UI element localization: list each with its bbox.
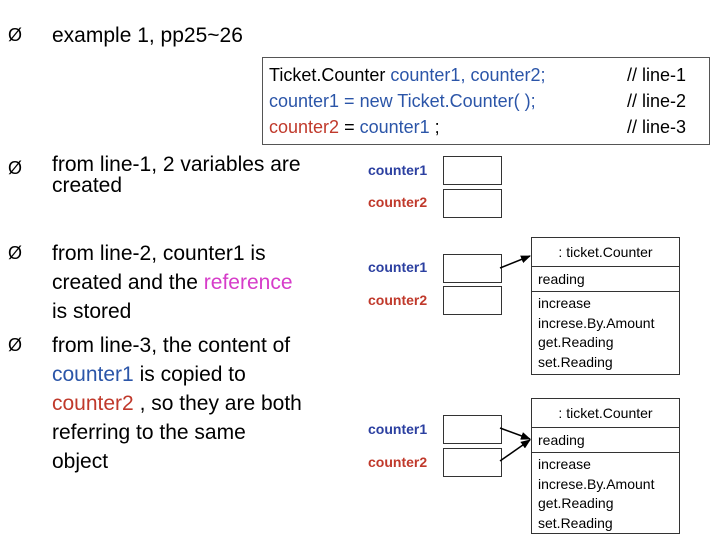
arrow-counter1-to-object (499, 255, 531, 269)
counter2-word: counter2 (52, 392, 134, 415)
object-methods-box: increase increse.By.Amount get.Reading s… (531, 452, 680, 534)
bullet-2-line-1: from line-2, counter1 is (52, 242, 266, 265)
var-box-counter1 (443, 254, 502, 283)
object-header: : ticket.Counter (558, 405, 653, 421)
reference-word: reference (203, 271, 293, 294)
counter1-word: counter1 (52, 363, 134, 386)
code-type: Ticket.Counter (269, 65, 391, 85)
var-label-counter2: counter2 (368, 454, 428, 470)
method-item: increase (538, 456, 591, 472)
method-item: set.Reading (538, 514, 613, 531)
arrow-bullet-icon: Ø (8, 243, 23, 263)
code-comment-2: // line-2 (627, 91, 687, 111)
code-counter1: counter1 (359, 117, 430, 137)
code-vars: counter1, counter2; (390, 65, 546, 85)
arrow-bullet-icon: Ø (8, 158, 23, 178)
var-box-counter1 (443, 415, 502, 444)
var-label-counter2: counter2 (368, 292, 428, 308)
code-equals: = (339, 117, 360, 137)
method-item: increase (538, 295, 591, 311)
code-comment-1: // line-1 (627, 65, 687, 85)
object-field-box: reading (531, 266, 680, 292)
bullet-1-line-2: created (52, 174, 123, 197)
bullet-3-line-3: counter2 , so they are both (52, 392, 302, 415)
bullet-2: Ø from line-2, counter1 is created and t… (8, 239, 348, 329)
object-header-box: : ticket.Counter (531, 237, 680, 267)
code-box: Ticket.Counter counter1, counter2; // li… (262, 57, 710, 145)
arrow-counter1-to-object-2 (499, 427, 531, 440)
bullet-3-line-5: object (52, 450, 109, 473)
arrow-bullet-icon: Ø (8, 25, 23, 45)
object-field: reading (538, 432, 585, 448)
code-comment-3: // line-3 (627, 117, 687, 137)
object-methods-box: increase increse.By.Amount get.Reading s… (531, 291, 680, 375)
var-box-counter2 (443, 448, 502, 477)
code-semicolon: ; (429, 117, 440, 137)
method-item: get.Reading (538, 495, 614, 511)
arrow-bullet-icon: Ø (8, 335, 23, 355)
code-line-2: counter1 = new Ticket.Counter( ); (269, 91, 536, 111)
method-item: get.Reading (538, 334, 614, 350)
var-label-counter1: counter1 (368, 162, 428, 178)
var-label-counter1: counter1 (368, 421, 428, 437)
object-field: reading (538, 271, 585, 287)
bullet-2-line-2: created and the reference (52, 271, 293, 294)
var-box-counter1 (443, 156, 502, 185)
var-label-counter1: counter1 (368, 259, 428, 275)
method-item: increse.By.Amount (538, 314, 655, 331)
var-box-counter2 (443, 286, 502, 315)
title-bullet: Ø example 1, pp25~26 (8, 21, 408, 51)
code-line-1: Ticket.Counter counter1, counter2; (269, 62, 546, 88)
arrow-counter2-to-object-2 (499, 439, 531, 462)
code-line-3: counter2 = counter1 ; (269, 114, 440, 140)
object-header-box: : ticket.Counter (531, 398, 680, 428)
bullet-3-line-2: counter1 is copied to (52, 363, 246, 386)
method-item: increse.By.Amount (538, 475, 655, 492)
bullet-1-line-1: from line-1, 2 variables are (52, 153, 301, 176)
object-header: : ticket.Counter (558, 244, 653, 260)
bullet-2-line-3: is stored (52, 300, 132, 323)
code-counter2: counter2 (269, 117, 340, 137)
method-item: set.Reading (538, 353, 613, 370)
var-box-counter2 (443, 189, 502, 218)
bullet-3-line-4: referring to the same (52, 421, 246, 444)
bullet-1: Ø from line-1, 2 variables are created (8, 154, 348, 204)
slide-title: example 1, pp25~26 (52, 24, 243, 47)
var-label-counter2: counter2 (368, 194, 428, 210)
bullet-3-line-1: from line-3, the content of (52, 334, 291, 357)
bullet-3: Ø from line-3, the content of counter1 i… (8, 331, 348, 481)
